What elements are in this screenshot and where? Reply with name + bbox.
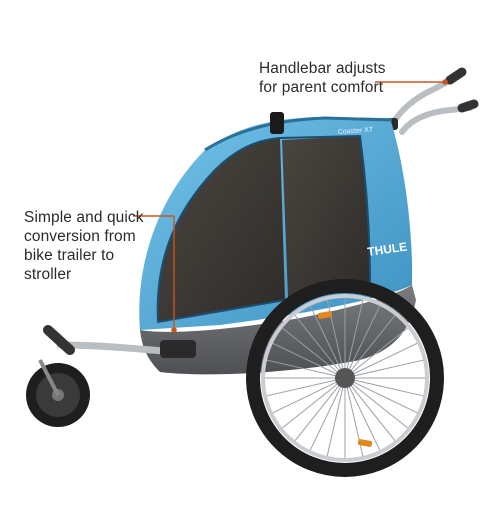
wheel-spoke — [309, 305, 346, 379]
wheel-spoke — [344, 359, 424, 379]
stroller-arm — [43, 325, 196, 358]
callout-conversion-line-4: stroller — [24, 266, 72, 283]
callout-handlebar-line-2: for parent comfort — [259, 79, 384, 96]
wheel-spoke — [266, 377, 346, 397]
wheel-spoke — [344, 377, 424, 397]
wheel-spoke — [344, 342, 418, 379]
wheel-spoke — [344, 377, 396, 441]
wheel-spoke — [282, 377, 346, 429]
wheel-spoke — [294, 315, 346, 379]
callout-conversion: Simple and quick conversion from bike tr… — [24, 208, 144, 284]
wheel-spoke — [344, 377, 418, 414]
handlebar — [382, 67, 479, 135]
circle-marker-icon — [442, 79, 448, 85]
wheel-spoke — [344, 377, 381, 451]
callout-leader-handlebar — [375, 79, 448, 85]
wheel-spoke — [326, 377, 346, 457]
callout-conversion-line-3: bike trailer to — [24, 247, 115, 264]
wheel-spoke — [344, 299, 364, 379]
callout-conversion-line-2: conversion from — [24, 228, 136, 245]
callout-leader-conversion — [133, 215, 177, 333]
wheel-spoke — [272, 377, 346, 414]
circle-marker-icon — [171, 327, 177, 333]
wheel-spoke — [344, 377, 408, 429]
callout-handlebar: Handlebar adjusts for parent comfort — [259, 59, 386, 97]
wheel-spoke — [344, 315, 396, 379]
wheel-spoke — [309, 377, 346, 451]
callout-handlebar-line-1: Handlebar adjusts — [259, 60, 386, 77]
brand-logo: THULE — [366, 240, 408, 259]
wheel-spoke — [344, 327, 408, 379]
rear-wheel — [246, 279, 444, 477]
stroller-wheel — [26, 359, 90, 427]
wheel-spoke — [282, 327, 346, 379]
wheel-spoke — [344, 305, 381, 379]
model-label: Coaster XT — [338, 126, 375, 136]
wheel-spoke — [294, 377, 346, 441]
wheel-spoke — [266, 359, 346, 379]
wheel-spoke — [272, 342, 346, 379]
callout-conversion-line-1: Simple and quick — [24, 209, 144, 226]
